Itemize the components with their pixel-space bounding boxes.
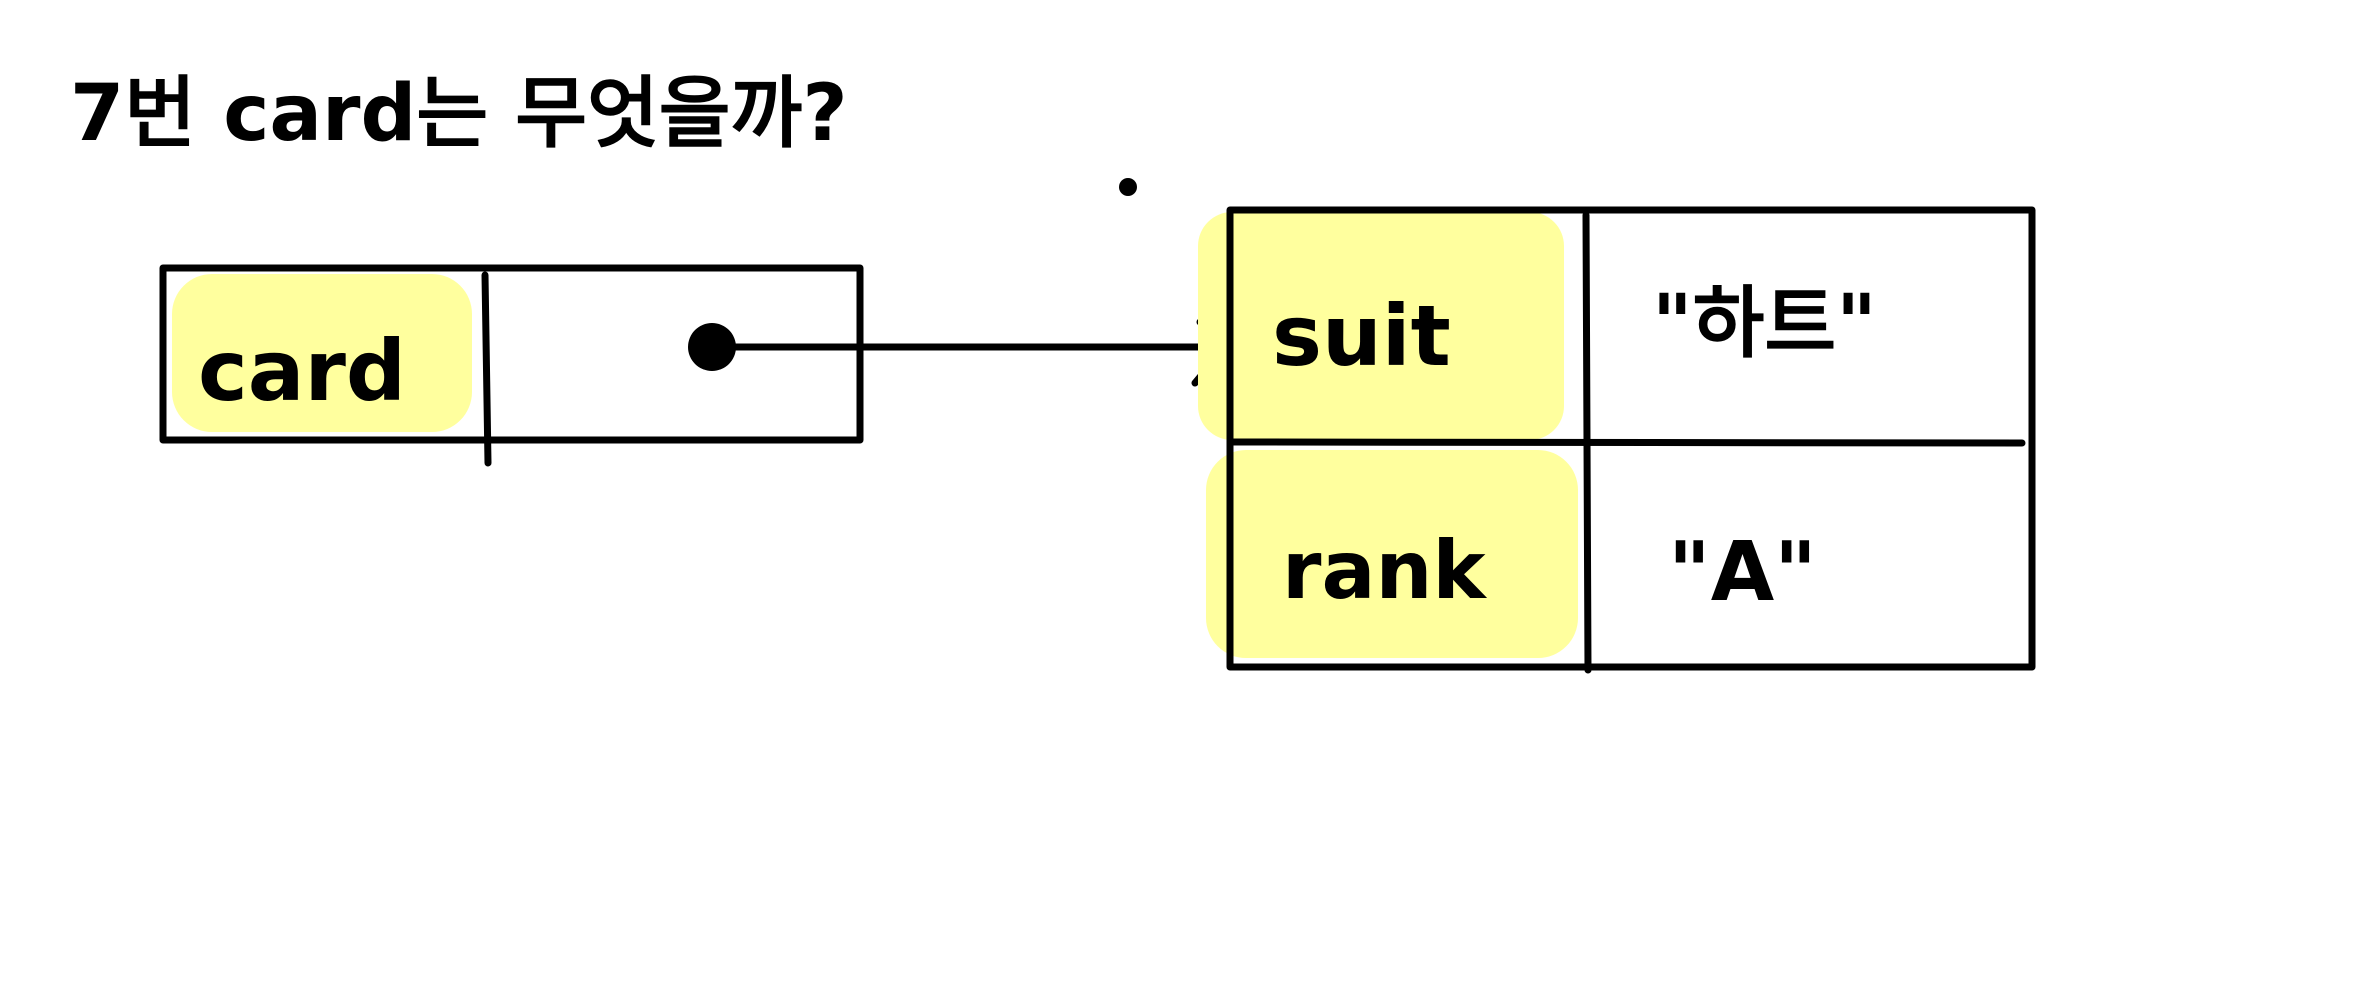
suit-name-highlight: [1198, 212, 1564, 440]
variable-box-divider: [481, 271, 492, 467]
reference-arrow: [731, 318, 1229, 387]
question-title: 7번 card는 무엇을까?: [70, 69, 848, 159]
object-outline: [1226, 206, 2036, 671]
variable-name-highlight: [172, 274, 472, 432]
card-object: suit "하트" rank "A": [1198, 206, 2036, 674]
title-accent-dot: [1119, 178, 1137, 196]
variable-name-label: card: [198, 322, 406, 420]
object-row-divider: [1228, 438, 2026, 447]
field-name-rank: rank: [1282, 524, 1487, 617]
field-value-suit: "하트": [1652, 279, 1877, 369]
variable-box-outline: [159, 264, 864, 444]
variable-box: card: [159, 264, 864, 467]
reference-dot: [688, 323, 736, 371]
rank-name-highlight: [1206, 450, 1578, 658]
field-value-rank: "A": [1668, 525, 1817, 620]
field-name-suit: suit: [1272, 287, 1451, 385]
